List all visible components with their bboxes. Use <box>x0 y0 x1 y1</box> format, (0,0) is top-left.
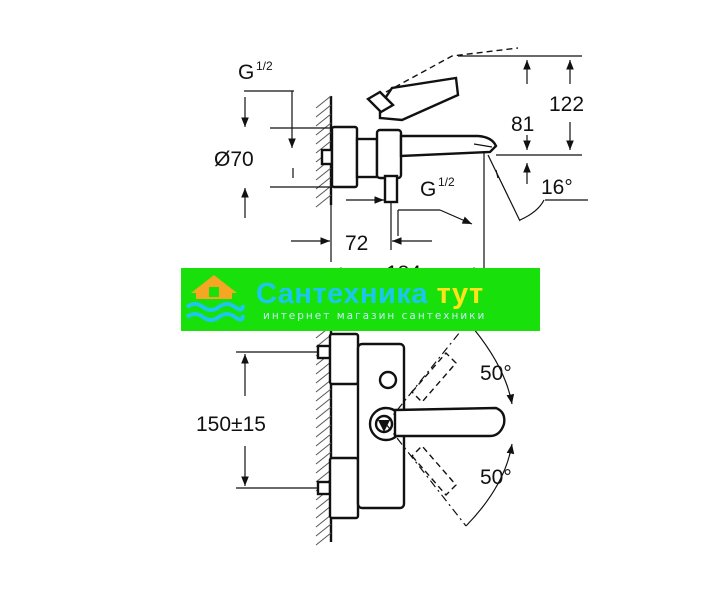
wall-hatch-line <box>315 505 332 519</box>
dimension-text-bottom: 150±15 50° 50° <box>196 362 512 489</box>
faucet-front-view <box>316 332 506 520</box>
wall-hatch-line <box>315 406 332 420</box>
diameter-label: Ø70 <box>214 148 254 171</box>
wall-hatch-line <box>315 361 332 375</box>
wall-hatch-line <box>315 496 332 510</box>
thread-bottom-fraction: 1/2 <box>438 175 455 189</box>
wall-hatch-line <box>315 514 332 528</box>
watermark-title: Сантехника тут <box>256 278 484 311</box>
watermark-subtitle: интернет магазин сантехники <box>263 310 487 322</box>
wall-hatch-line <box>315 424 332 438</box>
wall-hatch-line <box>315 388 332 402</box>
dim-150-label: 150±15 <box>196 413 266 436</box>
watermark-title-accent: тут <box>436 278 484 310</box>
angle-16-label: 16° <box>541 176 573 199</box>
wall-hatch-line <box>315 379 332 393</box>
angle-50-bottom-label: 50° <box>480 466 512 489</box>
house-waves-logo-icon <box>185 275 245 322</box>
wall-hatch-line <box>315 194 332 208</box>
wall-hatch-line <box>315 167 332 181</box>
dimension-lines-bottom <box>236 351 318 489</box>
wall-hatch-line <box>315 95 332 109</box>
wall-hatch-line <box>315 460 332 474</box>
wall-hatch-line <box>315 451 332 465</box>
faucet-side-view <box>320 47 519 208</box>
wall-hatch-line <box>315 532 332 546</box>
wall-hatch-line <box>315 131 332 145</box>
wall-hatch-line <box>315 442 332 456</box>
wall-hatch-line <box>315 122 332 136</box>
wall-hatch-line <box>315 397 332 411</box>
wall-hatch-line <box>315 469 332 483</box>
wall-hatch-line <box>315 370 332 384</box>
wall-hatch-line <box>315 415 332 429</box>
wall-hatch-line <box>315 433 332 447</box>
dim-72-label: 72 <box>345 232 368 255</box>
wall-hatch-line <box>315 185 332 199</box>
dim-81-label: 81 <box>511 113 534 136</box>
wall-hatch-line <box>315 104 332 118</box>
angle-50-top-label: 50° <box>480 362 512 385</box>
dim-122-label: 122 <box>549 93 584 116</box>
watermark-title-main: Сантехника <box>256 278 429 310</box>
wall-hatch-line <box>315 140 332 154</box>
watermark-banner: Сантехника тут интернет магазин сантехни… <box>181 268 540 331</box>
thread-top-fraction: 1/2 <box>256 59 273 73</box>
thread-top-label: G <box>238 61 254 84</box>
wall-hatch-line <box>315 523 332 537</box>
wall-hatch-line <box>315 113 332 127</box>
thread-bottom-label: G <box>420 178 436 201</box>
